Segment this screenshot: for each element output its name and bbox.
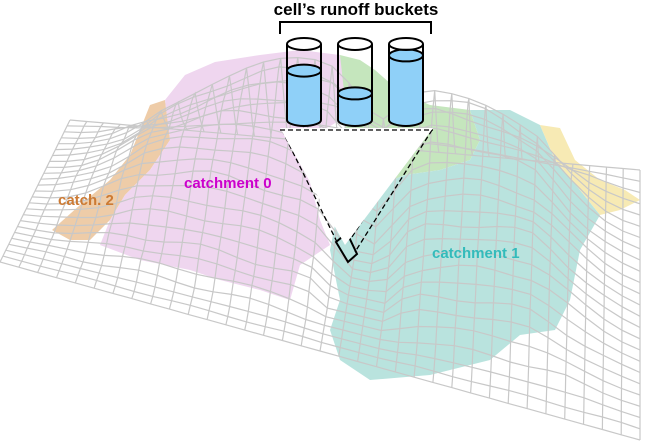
bucket-middle [337, 37, 373, 127]
mesh-line-col-33 [620, 168, 624, 435]
mesh-line-col-14 [262, 57, 306, 336]
bucket-right-rim [388, 37, 424, 51]
mesh-line-col-23 [432, 93, 457, 383]
bucket-left-water [287, 70, 321, 126]
bucket-left-water-surface [286, 63, 322, 78]
runoff-buckets [286, 37, 424, 127]
mesh-line-col-32 [601, 167, 608, 430]
mesh-line-col-0 [0, 119, 71, 263]
mesh-line-col-24 [451, 98, 473, 388]
bucket-middle-water-surface [337, 86, 373, 101]
mesh-line-col-1 [18, 121, 88, 268]
catchment-2-label: catch. 2 [58, 192, 114, 209]
bucket-middle-water [338, 93, 372, 126]
catchment-0-label: catchment 0 [184, 175, 272, 192]
catchment-1-region [330, 110, 600, 380]
bucket-right-water [389, 55, 423, 126]
mesh-line-col-30 [564, 164, 574, 420]
bucket-bracket [279, 21, 432, 34]
mesh-line-col-3 [55, 123, 121, 278]
mesh-line-col-26 [488, 114, 507, 399]
mesh-line-col-2 [37, 122, 104, 273]
mesh-line-col-7 [131, 100, 188, 299]
mesh-line-col-9 [168, 84, 222, 310]
mesh-line-col-12 [225, 61, 272, 325]
bucket-middle-base [337, 119, 373, 127]
bucket-right-water-surface [388, 48, 424, 63]
mesh-line-col-27 [507, 124, 524, 404]
bucket-left [286, 37, 322, 127]
mesh-line-col-4 [74, 125, 138, 284]
mesh-line-col-19 [357, 118, 390, 362]
catchment-1-label: catchment 1 [432, 245, 520, 262]
diagram-title: cell’s runoff buckets [274, 0, 439, 19]
mesh-line-col-31 [582, 165, 591, 425]
bucket-left-base [286, 119, 322, 127]
yellow-region [540, 125, 640, 215]
mesh-line-col-22 [413, 90, 440, 378]
mesh-line-col-6 [112, 109, 171, 294]
mesh-line-col-28 [526, 136, 540, 409]
mesh-line-col-5 [93, 120, 154, 289]
projection-line-left [281, 129, 338, 243]
bucket-right-base [388, 119, 424, 127]
mesh-line-col-8 [150, 91, 205, 305]
mesh-line-col-13 [244, 58, 289, 331]
mesh-line-col-15 [281, 59, 323, 341]
bucket-panel [280, 128, 433, 245]
bucket-right [388, 37, 424, 127]
mesh-line-col-25 [470, 105, 490, 393]
projection-line-right [354, 129, 433, 253]
mesh-line-col-10 [187, 75, 239, 315]
bucket-middle-rim [337, 37, 373, 51]
mesh-line-col-29 [545, 154, 557, 414]
bucket-left-rim [286, 37, 322, 51]
catchment-0-region [100, 50, 345, 300]
mesh-line-col-11 [206, 67, 255, 320]
